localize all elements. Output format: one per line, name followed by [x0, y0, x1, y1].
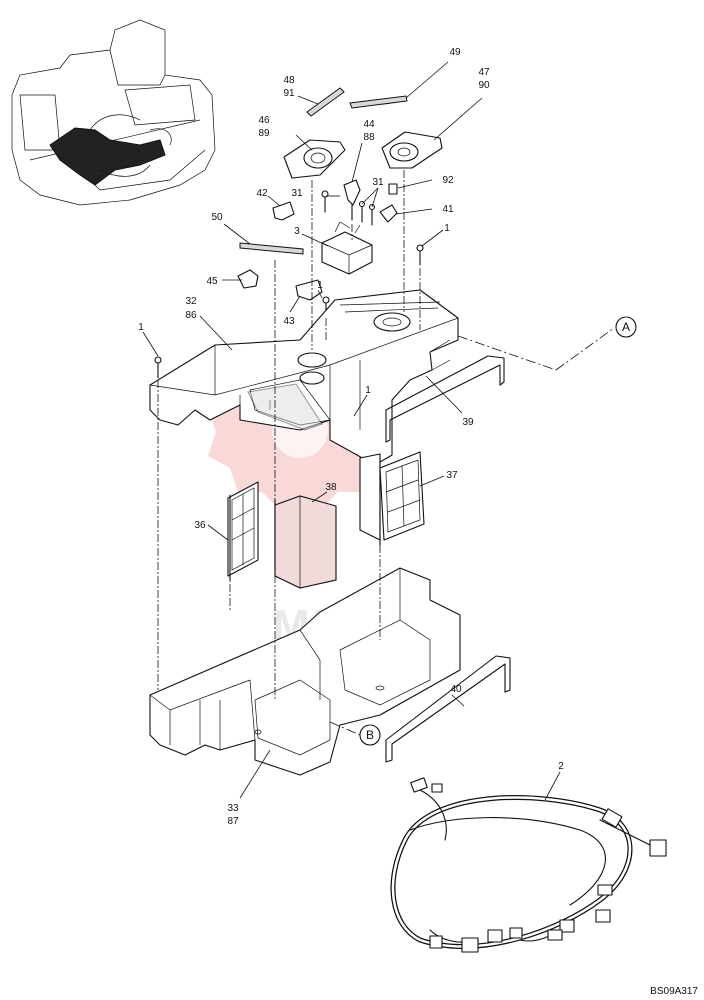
callout-43: 43	[283, 316, 295, 327]
drawing-code: BS09A317	[650, 986, 698, 997]
callout-46: 46	[258, 115, 270, 126]
callout-1-lower: 1	[365, 385, 371, 396]
callout-1-left: 1	[138, 322, 144, 333]
upper-small-parts	[154, 87, 443, 435]
callout-2: 2	[558, 761, 564, 772]
callout-1-mid: 1	[317, 280, 323, 291]
callout-38: 38	[325, 482, 337, 493]
callout-40: 40	[450, 684, 462, 695]
filter-38	[274, 495, 337, 589]
callout-50: 50	[211, 212, 223, 223]
callout-47: 47	[478, 67, 490, 78]
callout-49: 49	[449, 47, 461, 58]
callout-31-right: 31	[372, 177, 384, 188]
callout-45: 45	[206, 276, 218, 287]
seal-40	[385, 655, 511, 763]
callout-90: 90	[478, 80, 490, 91]
wire-harness	[390, 777, 667, 953]
filter-36	[227, 481, 259, 581]
alignment-lines	[157, 170, 421, 700]
callout-48: 48	[283, 75, 295, 86]
callout-3: 3	[294, 226, 300, 237]
filter-37	[359, 451, 425, 546]
callout-86: 86	[185, 310, 197, 321]
callout-39: 39	[462, 417, 474, 428]
callout-33: 33	[227, 803, 239, 814]
excavator-location-thumbnail	[11, 19, 216, 206]
callout-92: 92	[442, 175, 454, 186]
view-marker-b: B	[359, 724, 381, 746]
leader-lines	[142, 61, 615, 801]
callout-89: 89	[258, 128, 270, 139]
view-marker-a: A	[615, 316, 637, 338]
callout-42: 42	[256, 188, 268, 199]
callout-31-left: 31	[291, 188, 303, 199]
lower-duct-housing	[149, 567, 461, 776]
view-marker-b-label: B	[366, 728, 374, 742]
upper-duct-housing	[149, 289, 459, 466]
callout-1-right: 1	[444, 223, 450, 234]
callout-41: 41	[442, 204, 454, 215]
callout-88: 88	[363, 132, 375, 143]
seal-39	[385, 355, 505, 443]
callout-44: 44	[363, 119, 375, 130]
callout-labels: 49 47 90 48 91 46 89 44 88 31 31 92 42 4…	[138, 47, 564, 827]
callout-32: 32	[185, 296, 197, 307]
view-marker-a-label: A	[622, 320, 630, 334]
callout-37: 37	[446, 470, 458, 481]
callout-91: 91	[283, 88, 295, 99]
callout-36: 36	[194, 520, 206, 531]
callout-87: 87	[227, 816, 239, 827]
